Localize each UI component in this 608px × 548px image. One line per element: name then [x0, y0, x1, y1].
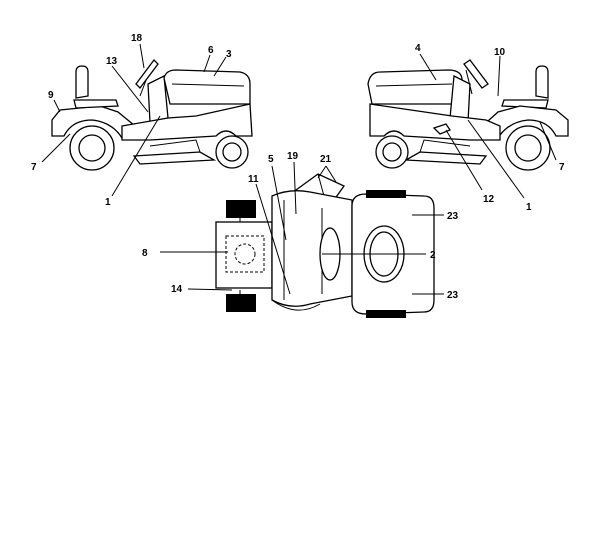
top-front-tire-upper: [366, 190, 406, 198]
callout-7-left: 7: [31, 162, 37, 173]
top-rear-box: [215, 221, 273, 289]
left-mower-deck: [132, 151, 217, 165]
left-seat-back: [75, 65, 89, 99]
callout-12: 12: [483, 194, 495, 205]
leader-21a: [317, 165, 327, 179]
top-rear-tire-upper: [226, 200, 256, 218]
callout-1-right: 1: [526, 202, 532, 213]
callout-9: 9: [48, 90, 54, 101]
callout-14: 14: [171, 284, 183, 295]
leader-13-left: [111, 65, 149, 113]
leader-14: [187, 288, 233, 291]
right-seat-back: [535, 65, 549, 99]
tractor-right-side-view: [367, 53, 569, 199]
callout-1-left: 1: [105, 197, 111, 208]
callout-4: 4: [415, 43, 421, 54]
callout-13: 13: [106, 56, 118, 67]
leader-4-right: [419, 53, 437, 81]
right-rear-rim: [514, 134, 542, 162]
tractor-left-side-view: [41, 43, 253, 197]
right-front-rim: [382, 142, 402, 162]
left-seat: [73, 99, 119, 109]
callout-5: 5: [268, 154, 274, 165]
leader-9-left: [53, 99, 61, 113]
left-front-rim: [222, 142, 242, 162]
top-discharge-line: [317, 173, 325, 197]
right-seat: [501, 99, 549, 109]
callout-19: 19: [287, 151, 299, 162]
callout-21: 21: [320, 154, 332, 165]
right-dash: [449, 74, 471, 123]
callout-2: 2: [430, 250, 436, 261]
tractor-top-view: [160, 161, 444, 318]
callout-10: 10: [494, 47, 506, 58]
top-deck-curve: [271, 299, 321, 311]
top-seat-outline: [225, 235, 265, 273]
leader-3-left: [213, 56, 227, 77]
callout-18: 18: [131, 33, 143, 44]
callout-numbers: 18 13 6 3 9 7 1 4 10 7 12 1 5 19 21 11 8…: [31, 33, 565, 301]
right-frame: [369, 103, 501, 141]
callout-7-right: 7: [559, 162, 565, 173]
leader-18-left: [139, 43, 145, 69]
callout-8: 8: [142, 248, 148, 259]
left-frame: [121, 103, 253, 141]
leader-10-right: [497, 55, 501, 97]
right-hood-line: [375, 83, 453, 87]
leader-12-right: [445, 129, 483, 191]
callout-6: 6: [208, 45, 214, 56]
top-front-tire-lower: [366, 310, 406, 318]
callout-23-lower: 23: [447, 290, 459, 301]
leader-1-right: [467, 119, 525, 199]
right-hood: [367, 69, 463, 105]
callout-11: 11: [248, 174, 259, 185]
leader-7-left: [41, 133, 71, 163]
leader-11: [255, 183, 291, 295]
callout-3: 3: [226, 49, 232, 60]
right-mower-deck: [403, 151, 488, 165]
top-rear-tire-lower: [226, 294, 256, 312]
left-hood: [163, 69, 251, 105]
leader-6-left: [203, 54, 211, 73]
right-lift-lever: [432, 123, 451, 135]
callout-23-upper: 23: [447, 211, 459, 222]
leader-1-left: [111, 115, 161, 197]
right-steering-wheel: [463, 59, 489, 89]
leader-5: [271, 165, 287, 241]
top-seat-circle: [234, 243, 256, 265]
left-deck-lift: [149, 139, 201, 153]
left-rear-rim: [78, 134, 106, 162]
right-steering-column: [465, 69, 473, 95]
leader-7-right: [539, 121, 557, 161]
right-deck-lift: [419, 139, 471, 153]
left-steering-wheel: [135, 59, 159, 89]
leader-19: [293, 161, 297, 215]
leader-21b: [325, 165, 337, 183]
left-hood-line: [171, 83, 245, 87]
